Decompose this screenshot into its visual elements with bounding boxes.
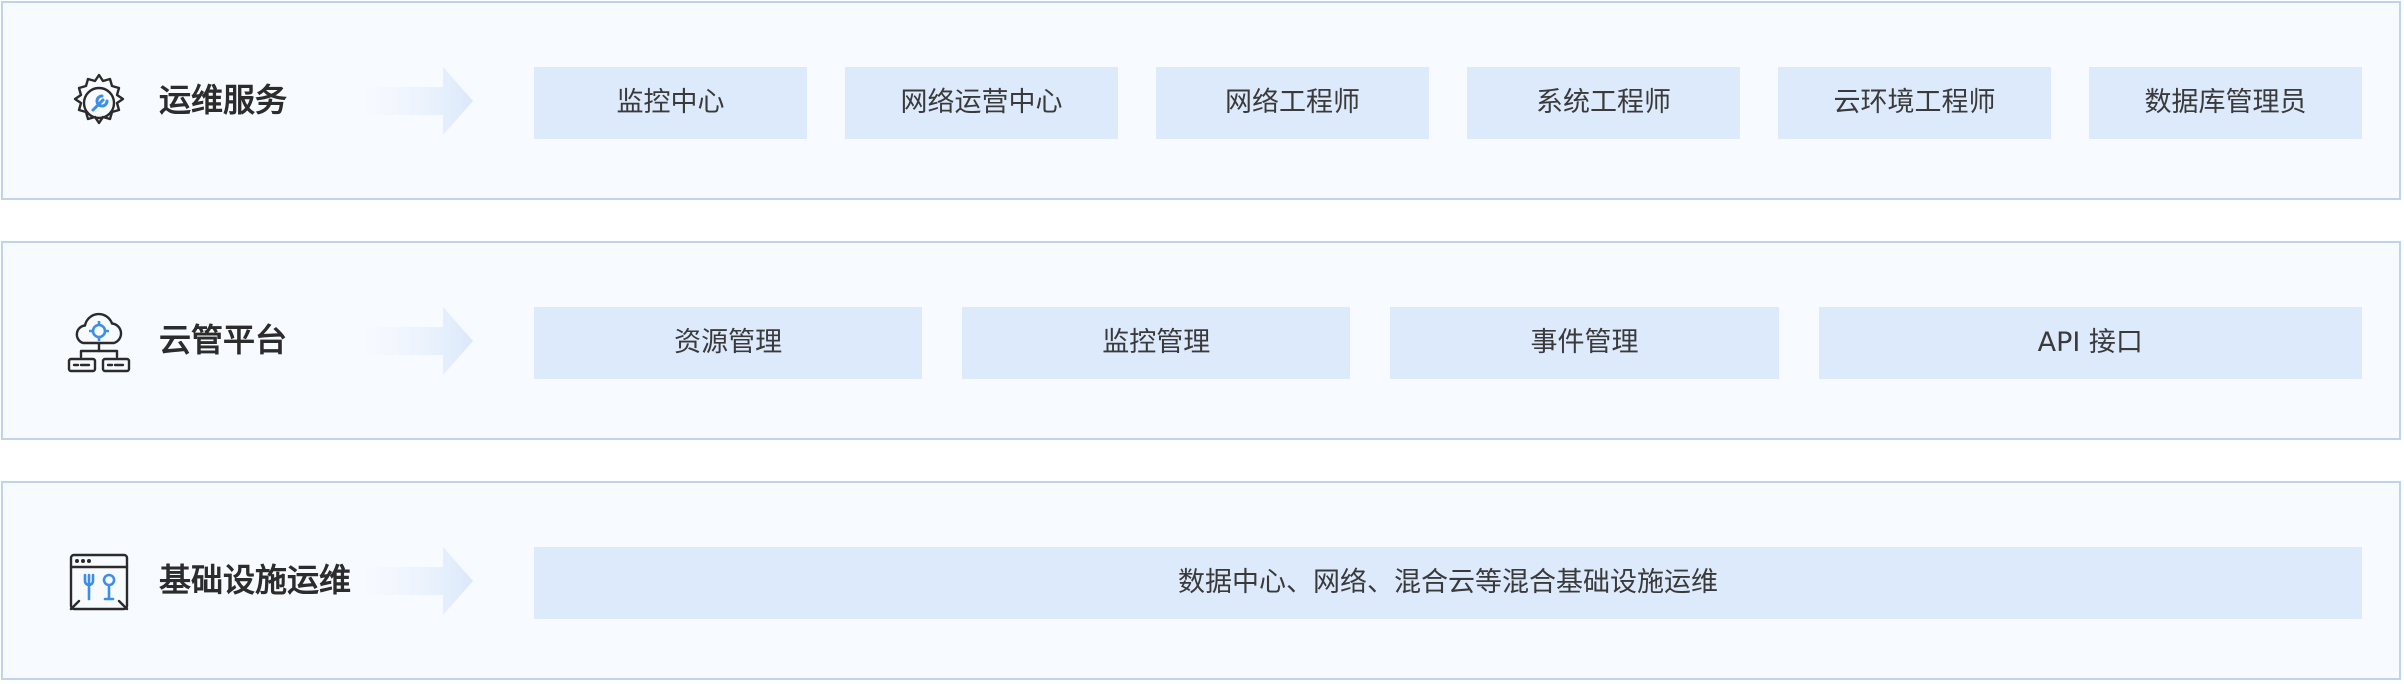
item-resource-management: 资源管理 (534, 307, 923, 379)
row-items: 资源管理 监控管理 事件管理 API 接口 (534, 307, 2363, 379)
item-network-engineer: 网络工程师 (1156, 67, 1429, 139)
arrow-right-icon (363, 67, 473, 135)
cloud-server-icon (65, 309, 133, 377)
browser-tools-icon (65, 549, 133, 617)
row-infrastructure-ops: 基础设施运维 数据中心、网络、混合云等混合基础设施运维 (1, 481, 2401, 680)
row-title: 云管平台 (159, 321, 288, 359)
row-items: 数据中心、网络、混合云等混合基础设施运维 (534, 547, 2362, 619)
arrow-right-icon (363, 547, 473, 615)
row-cloud-platform: 云管平台 资源管理 监控管理 事件管理 API 接口 (1, 241, 2401, 440)
item-monitoring-management: 监控管理 (962, 307, 1351, 379)
row-title: 运维服务 (159, 81, 288, 119)
item-database-administrator: 数据库管理员 (2089, 67, 2362, 139)
item-hybrid-infrastructure-ops: 数据中心、网络、混合云等混合基础设施运维 (534, 547, 2362, 619)
row-items: 监控中心 网络运营中心 网络工程师 系统工程师 云环境工程师 数据库管理员 (534, 67, 2362, 139)
item-monitoring-center: 监控中心 (534, 67, 807, 139)
item-system-engineer: 系统工程师 (1467, 67, 1740, 139)
arrow-right-icon (363, 307, 473, 375)
item-event-management: 事件管理 (1390, 307, 1779, 379)
row-ops-services: 运维服务 监控中心 网络运营中心 网络工程师 系统工程师 云环境工程师 数据库管… (1, 1, 2401, 200)
item-cloud-engineer: 云环境工程师 (1778, 67, 2051, 139)
item-api-interface: API 接口 (1818, 307, 2363, 379)
item-network-operations-center: 网络运营中心 (845, 67, 1118, 139)
row-title: 基础设施运维 (159, 561, 352, 599)
gear-wrench-icon (65, 69, 133, 137)
